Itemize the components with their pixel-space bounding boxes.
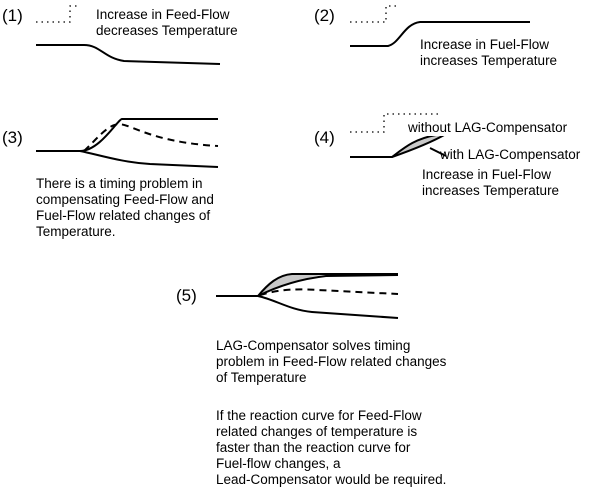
panel-1-caption: Increase in Feed-Flow decreases Temperat… <box>96 7 238 38</box>
panel-3-caption: There is a timing problem in compensatin… <box>36 176 214 239</box>
panel-3-net-temperature-curve <box>83 122 219 152</box>
panel-4-number: (4) <box>314 128 335 147</box>
panel-1-graphics <box>36 5 221 65</box>
panel-5-compensation-area <box>258 274 326 296</box>
panel-4-leader-line <box>429 147 447 157</box>
panel-3-fuel-flow-curve <box>79 150 219 168</box>
panel-5-number: (5) <box>176 286 197 305</box>
panel-3-feed-flow-curve <box>36 118 218 152</box>
panel-4-label-with: with LAG-Compensator <box>440 147 581 162</box>
panel-4-fuel-flow-step <box>350 113 440 133</box>
panel-2-graphics <box>350 5 530 47</box>
panel-2-fuel-flow-step <box>350 5 396 23</box>
panel-1-feed-flow-step <box>36 5 80 23</box>
panel-2-temperature-curve <box>350 21 530 47</box>
panel-5-caption: LAG-Compensator solves timing problem in… <box>216 338 447 385</box>
panel-5-net-temperature-curve <box>259 288 399 296</box>
panel-2-number: (2) <box>314 6 335 25</box>
panel-4-caption: Increase in Fuel-Flow increases Temperat… <box>422 167 560 198</box>
panel-3-number: (3) <box>2 128 23 147</box>
panel-5-feed-flow-curve <box>257 295 399 319</box>
panel-3-graphics <box>36 118 219 168</box>
panel-1-number: (1) <box>2 6 23 25</box>
lead-compensator-note: If the reaction curve for Feed-Flow rela… <box>216 408 447 487</box>
panel-2-caption: Increase in Fuel-Flow increases Temperat… <box>420 37 558 68</box>
panel-5-graphics <box>216 273 399 319</box>
panel-1-temperature-curve <box>36 44 221 65</box>
panel-4-label-without: without LAG-Compensator <box>408 120 568 136</box>
